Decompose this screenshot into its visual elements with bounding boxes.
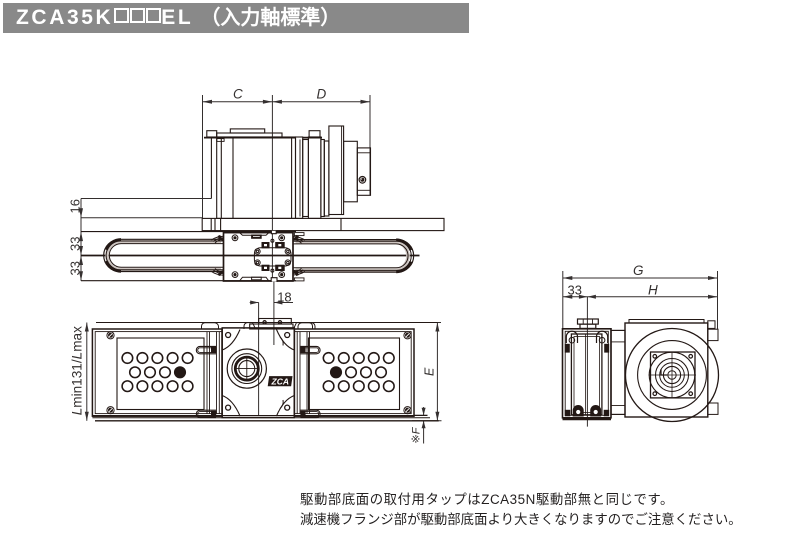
- svg-text:18: 18: [277, 289, 291, 304]
- svg-text:E: E: [423, 367, 437, 376]
- svg-text:33: 33: [568, 282, 582, 297]
- svg-text:※F: ※F: [410, 426, 422, 443]
- svg-text:H: H: [648, 282, 658, 297]
- svg-text:33: 33: [68, 261, 83, 275]
- svg-text:D: D: [317, 87, 327, 102]
- svg-text:16: 16: [68, 199, 83, 213]
- svg-text:Lmin131/Lmax: Lmin131/Lmax: [70, 326, 85, 415]
- svg-text:33: 33: [68, 237, 83, 251]
- svg-text:ZCA: ZCA: [271, 377, 289, 387]
- svg-text:C: C: [233, 87, 243, 102]
- svg-text:G: G: [633, 263, 644, 278]
